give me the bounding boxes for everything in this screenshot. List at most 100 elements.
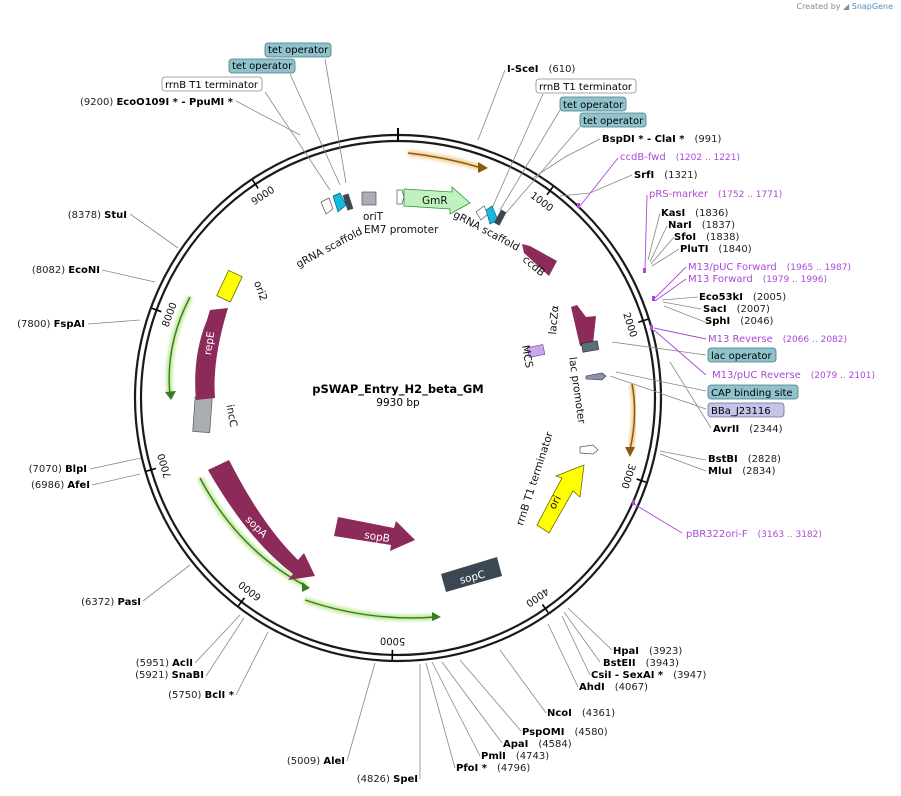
- lac-operator-text: lac operator: [711, 351, 772, 362]
- site-position: (4361): [582, 708, 615, 719]
- tet-operator-box-4: [579, 112, 647, 128]
- grna-scaffold-left-label: gRNA scaffold: [294, 226, 364, 271]
- tet-operator-right-feature: [494, 209, 507, 226]
- site-position: (2834): [742, 466, 775, 477]
- site-label: (5951) AclI: [136, 658, 193, 669]
- site-position: (1321): [664, 170, 697, 181]
- incc-label: incC: [224, 404, 240, 428]
- sopb-feature: [334, 517, 415, 551]
- site-name: NarI: [668, 220, 692, 231]
- site-position: (6986): [31, 480, 67, 491]
- lac-operator-box: [707, 347, 777, 363]
- snapgene-icon: ◢: [843, 2, 850, 11]
- site-leaders: [87, 58, 712, 779]
- primer-name: pBR322ori-F: [686, 529, 748, 540]
- site-name: PasI: [118, 597, 141, 608]
- scale-tick-label: 1000: [528, 190, 555, 214]
- site-name: NcoI: [547, 708, 572, 719]
- site-name: AvrII: [713, 424, 739, 435]
- site-label: AvrII(2344): [713, 424, 783, 435]
- rrnb-right-text: rrnB T1 terminator: [539, 82, 633, 93]
- site-position: (2828): [748, 454, 781, 465]
- site-position: (5951): [136, 658, 172, 669]
- scale-tick-label: 6000: [237, 578, 264, 602]
- ori2-feature: [216, 269, 243, 303]
- primer-name: M13 Reverse: [708, 334, 773, 345]
- site-label: HpaI(3923): [613, 646, 682, 657]
- gmr-label: GmR: [422, 195, 448, 207]
- site-name: SphI: [705, 316, 730, 327]
- primer-label: M13 Reverse(2066 .. 2082): [708, 334, 847, 345]
- site-name: SrfI: [634, 170, 654, 181]
- laczalpha-label: lacZα: [547, 305, 562, 335]
- bba-box: [707, 402, 785, 418]
- cap-binding-text: CAP binding site: [711, 388, 793, 399]
- primer-name: M13 Forward: [688, 274, 753, 285]
- site-label: NcoI (4361): [547, 708, 615, 719]
- site-name: KasI: [661, 208, 685, 219]
- orit-feature: [361, 191, 377, 206]
- site-name: BlpI: [65, 464, 87, 475]
- tet-operator-text-4: tet operator: [583, 116, 644, 127]
- gmr-feature: [403, 186, 471, 215]
- site-name: SpeI: [393, 774, 418, 785]
- scale-tick: [151, 307, 162, 313]
- site-position: (4584): [538, 739, 571, 750]
- incc-feature: [192, 396, 213, 433]
- site-position: (4067): [615, 682, 648, 693]
- site-position: (5009): [287, 756, 323, 767]
- primer-name: M13/pUC Forward: [688, 262, 777, 273]
- tet-operator-text-3: tet operator: [563, 100, 624, 111]
- site-label: (6986) AfeI: [31, 480, 90, 491]
- site-label: (8378) StuI: [68, 210, 127, 221]
- site-label: BstEII(3943): [603, 658, 679, 669]
- ori-label: ori: [547, 494, 564, 512]
- site-position: (3943): [646, 658, 679, 669]
- site-position: (7800): [17, 319, 53, 330]
- primer-label: M13/pUC Reverse(2079 .. 2101): [712, 370, 875, 381]
- ori2-label: ori2: [251, 279, 269, 302]
- features: [192, 186, 607, 592]
- site-label: BstBI(2828): [708, 454, 781, 465]
- orit-label: oriT: [363, 211, 384, 223]
- primer-labels: ccdB-fwd(1202 .. 1221)pRS-marker(1752 ..…: [620, 152, 875, 540]
- site-name: SnaBI: [172, 670, 204, 681]
- site-name: BspDI * - ClaI *: [602, 134, 685, 145]
- scale-tick-label: 3000: [618, 462, 637, 490]
- site-position: (2007): [737, 304, 770, 315]
- scale-tick: [251, 179, 259, 189]
- site-label: (5921) SnaBI: [135, 670, 204, 681]
- site-position: (1840): [718, 244, 751, 255]
- site-position: (4796): [497, 763, 530, 774]
- site-position: (8378): [68, 210, 104, 221]
- primer-range: (1202 .. 1221): [676, 153, 740, 163]
- site-position: (7070): [29, 464, 65, 475]
- tet-operator-text-1: tet operator: [268, 45, 329, 56]
- site-name: FspAI: [54, 319, 85, 330]
- scale-tick-label: 5000: [380, 635, 406, 647]
- mcs-label: MCS: [519, 344, 535, 369]
- site-label: (5750) BclI *: [168, 690, 235, 701]
- primer-label: pBR322ori-F(3163 .. 3182): [686, 529, 822, 540]
- site-position: (5750): [168, 690, 204, 701]
- site-name: AfeI: [67, 480, 90, 491]
- site-position: (9200): [80, 97, 116, 108]
- scale-tick-label: 2000: [620, 311, 638, 339]
- site-label: SfoI(1838): [674, 232, 740, 243]
- site-position: (3947): [673, 670, 706, 681]
- site-label: AhdI(4067): [579, 682, 648, 693]
- scale-tick-label: 9000: [250, 185, 277, 208]
- site-position: (2046): [740, 316, 773, 327]
- tet-operator-left-feature: [342, 193, 354, 211]
- snapgene-credit: Created by ◢ SnapGene: [796, 2, 893, 11]
- site-label: PspOMI(4580): [522, 727, 608, 738]
- credit-prefix: Created by: [796, 2, 841, 11]
- sopc-feature: [441, 557, 502, 592]
- scale-tick: [638, 318, 649, 324]
- primer-leaders: [579, 157, 707, 534]
- site-label: (7800) FspAI: [17, 319, 85, 330]
- primer-label: M13/pUC Forward(1965 .. 1987): [688, 262, 851, 273]
- site-name: Eco53kI: [699, 292, 743, 303]
- site-name: MluI: [708, 466, 732, 477]
